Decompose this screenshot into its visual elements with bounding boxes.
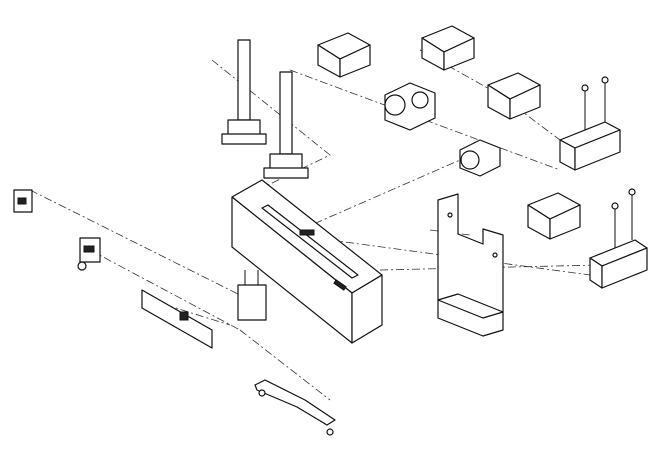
sensor-2 xyxy=(77,237,101,271)
servo-motor-with-cable-1 xyxy=(559,76,621,171)
servo-motor-with-cable-2 xyxy=(589,188,648,289)
support-column-2 xyxy=(263,71,309,179)
guide-rail xyxy=(141,289,213,349)
planetary-gearbox xyxy=(459,139,501,177)
right-angle-gearbox xyxy=(384,82,436,131)
servo-motor-2 xyxy=(421,25,475,71)
main-housing xyxy=(231,179,383,344)
servo-motor-1 xyxy=(317,32,371,78)
base-foot-plate xyxy=(254,379,336,436)
servo-motor-4 xyxy=(527,192,581,240)
carriage-block xyxy=(237,270,267,321)
mounting-bracket xyxy=(437,193,504,337)
sensor-1 xyxy=(13,189,33,213)
support-column-1 xyxy=(221,39,267,145)
servo-motor-3 xyxy=(487,72,541,120)
